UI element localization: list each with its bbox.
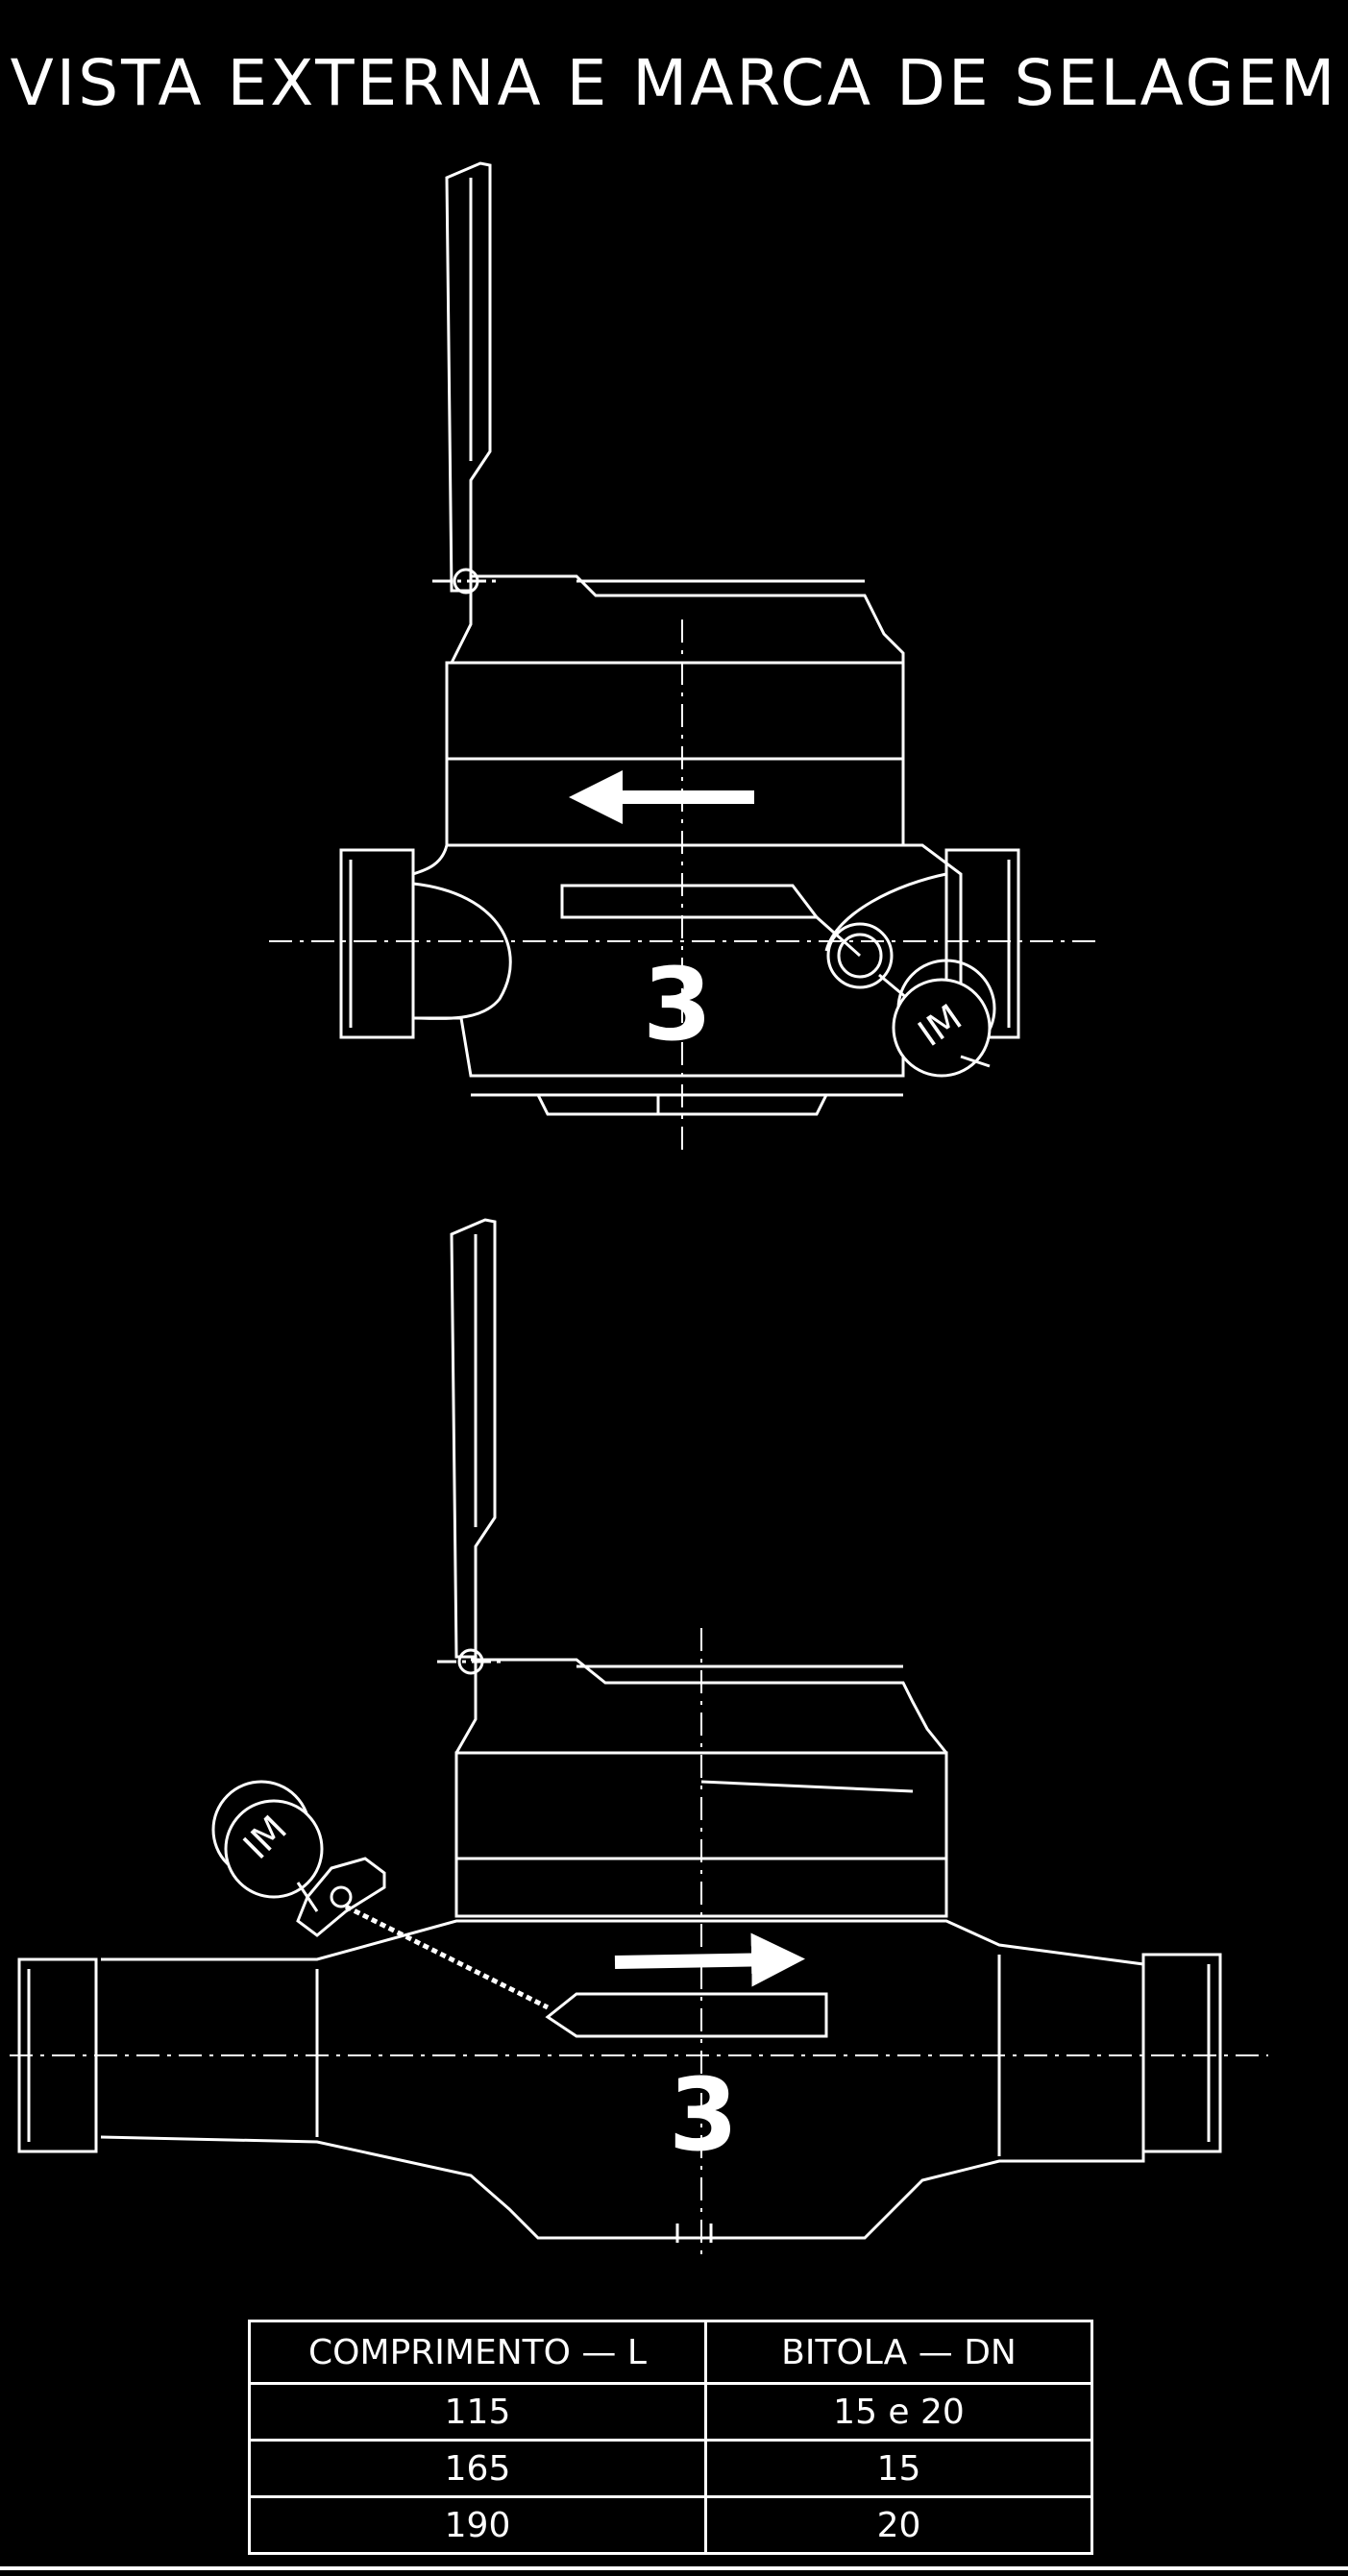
- table-row: 115 15 e 20: [248, 2382, 1093, 2442]
- top-register-cap: [471, 574, 905, 672]
- table-cell-length: 190: [248, 2495, 707, 2555]
- top-left-flange: [339, 848, 415, 1039]
- bottom-seal-clamp: [296, 1857, 386, 1937]
- bottom-lid-flap: [450, 1218, 497, 1659]
- table-header-row: COMPRIMENTO — L BITOLA — DN: [248, 2320, 1093, 2385]
- top-lid-flap: [445, 161, 492, 593]
- table-row: 165 15: [248, 2439, 1093, 2498]
- bottom-right-flange: [1141, 1953, 1222, 2153]
- bottom-upper-body: [454, 1751, 948, 1918]
- bottom-register-cap: [471, 1658, 948, 1754]
- column-header-length: COMPRIMENTO — L: [248, 2320, 707, 2385]
- table-cell-gauge: 15: [704, 2439, 1093, 2498]
- top-upper-body: [445, 661, 905, 847]
- table-cell-gauge: 20: [704, 2495, 1093, 2555]
- bottom-pipe-body: [100, 1919, 1145, 2240]
- top-register-window: [560, 884, 821, 919]
- bottom-seal-wire: [344, 1904, 550, 2010]
- bottom-flow-arrow: [614, 1932, 805, 1987]
- bottom-border-line: [0, 2566, 1348, 2570]
- top-seal-screw: [826, 922, 894, 989]
- bottom-register-window: [545, 1992, 828, 2038]
- table-row: 190 20: [248, 2495, 1093, 2555]
- top-meter-view: [269, 161, 1095, 1157]
- bottom-meter-view: [10, 1218, 1268, 2262]
- dimension-table: COMPRIMENTO — L BITOLA — DN 115 15 e 20 …: [248, 2320, 1093, 2555]
- column-header-gauge: BITOLA — DN: [704, 2320, 1093, 2385]
- table-cell-length: 165: [248, 2439, 707, 2498]
- top-seal-tag: [892, 959, 996, 1078]
- top-meter-number: 3: [643, 946, 712, 1063]
- bottom-meter-number: 3: [669, 2056, 738, 2174]
- page-title: VISTA EXTERNA E MARCA DE SELAGEM: [10, 46, 1338, 120]
- table-cell-length: 115: [248, 2382, 707, 2442]
- bottom-seal-tag: [211, 1780, 324, 1912]
- table-cell-gauge: 15 e 20: [704, 2382, 1093, 2442]
